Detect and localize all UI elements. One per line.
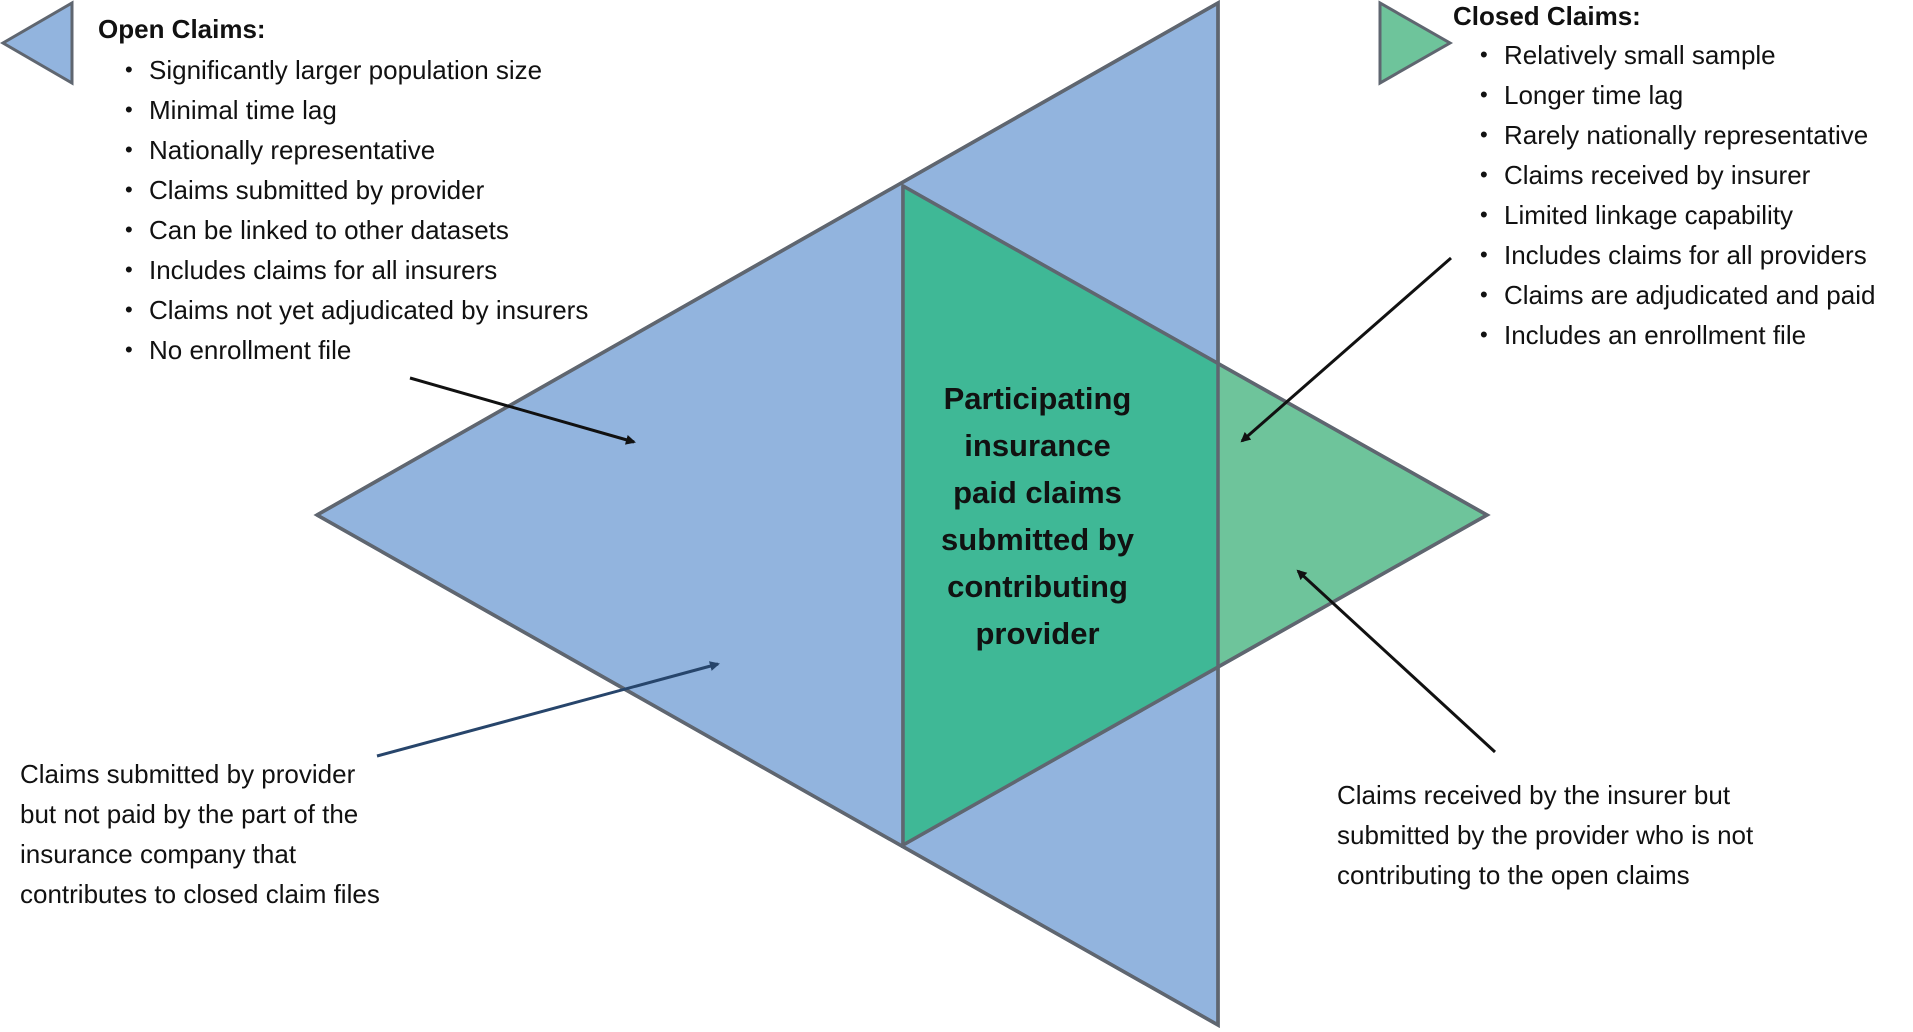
open-triangle-edge: [316, 0, 1220, 1029]
open-claims-item: Minimal time lag: [123, 90, 588, 130]
open-claims-item: Includes claims for all insurers: [123, 250, 588, 290]
closed-claims-list: Relatively small sample Longer time lag …: [1478, 35, 1875, 355]
open-claims-legend-triangle-icon: [0, 0, 74, 86]
arrow-right-annotation-to-closed-region: [1296, 569, 1497, 754]
closed-claims-item: Claims are adjudicated and paid: [1478, 275, 1875, 315]
open-claims-item: Can be linked to other datasets: [123, 210, 588, 250]
open-claims-title: Open Claims:: [98, 14, 266, 44]
arrow-closed-list-to-closed-region: [1240, 256, 1452, 443]
open-claims-item: Claims not yet adjudicated by insurers: [123, 290, 588, 330]
closed-triangle-edge: [901, 184, 1491, 848]
closed-claims-item: Includes claims for all providers: [1478, 235, 1875, 275]
closed-claims-item: Longer time lag: [1478, 75, 1875, 115]
open-claims-list: Significantly larger population size Min…: [123, 50, 588, 370]
closed-claims-item: Claims received by insurer: [1478, 155, 1875, 195]
open-claims-item: Claims submitted by provider: [123, 170, 588, 210]
closed-claims-title: Closed Claims:: [1453, 1, 1641, 31]
open-only-annotation: Claims submitted by provider but not pai…: [20, 759, 380, 909]
closed-claims-item: Limited linkage capability: [1478, 195, 1875, 235]
closed-claims-legend-triangle-icon: [1378, 0, 1454, 86]
arrow-left-annotation-to-open-region: [376, 661, 720, 758]
arrow-open-list-to-open-region: [409, 376, 636, 445]
open-claims-item: No enrollment file: [123, 330, 588, 370]
open-claims-item: Significantly larger population size: [123, 50, 588, 90]
overlap-region: [903, 186, 1218, 845]
closed-claims-item: Includes an enrollment file: [1478, 315, 1875, 355]
closed-claims-item: Rarely nationally representative: [1478, 115, 1875, 155]
overlap-label: Participating insurance paid claims subm…: [941, 381, 1134, 651]
open-claims-item: Nationally representative: [123, 130, 588, 170]
closed-only-annotation: Claims received by the insurer but submi…: [1337, 780, 1754, 890]
closed-claims-item: Relatively small sample: [1478, 35, 1875, 75]
